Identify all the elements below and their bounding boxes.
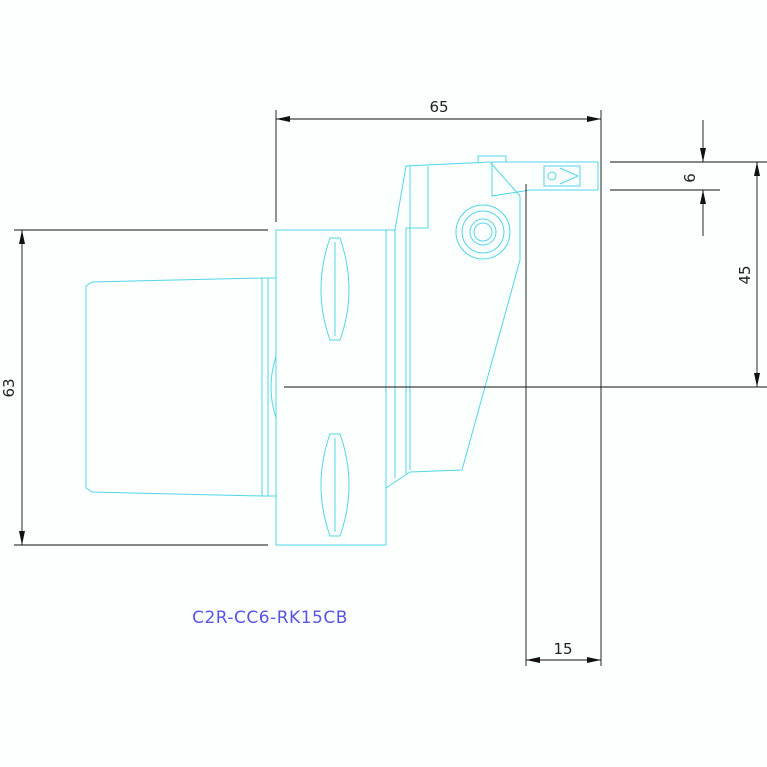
dim-label-6: 6	[681, 173, 699, 183]
cutting-insert	[543, 165, 581, 187]
arrow-45-top	[754, 162, 760, 176]
flange-body	[275, 229, 387, 546]
upper-slot	[320, 237, 350, 341]
dimension-lines	[14, 110, 767, 666]
part-code-label: C2R-CC6-RK15CB	[192, 608, 348, 628]
arrow-6-bottom	[700, 190, 706, 204]
insert-edge	[559, 167, 580, 185]
dim-label-65: 65	[429, 98, 448, 116]
clamp-screw-socket	[473, 222, 493, 242]
dim-label-63: 63	[0, 378, 18, 397]
arrow-63-top	[19, 230, 25, 244]
arrow-15-left	[526, 657, 540, 663]
insert-clamp	[477, 155, 507, 162]
arrow-6-top	[700, 148, 706, 162]
dim-label-15: 15	[553, 640, 572, 658]
tool-holder-outline	[85, 155, 599, 546]
clamp-screw-ring	[461, 210, 505, 254]
shank-body	[85, 277, 263, 497]
clamp-screw-head	[469, 218, 497, 246]
collar-bump	[270, 355, 277, 419]
dim-label-45: 45	[736, 265, 754, 284]
arrow-45-bottom	[754, 373, 760, 387]
clamp-screw-outer	[455, 204, 511, 260]
arrow-65-right	[587, 116, 601, 122]
insert-hole	[547, 171, 557, 181]
arrow-63-bottom	[19, 531, 25, 545]
head-pocket	[406, 166, 429, 229]
insert-seat	[491, 161, 599, 197]
arrow-15-right	[587, 657, 601, 663]
shank-collar	[262, 277, 277, 497]
head-body	[385, 161, 521, 489]
arrow-65-left	[276, 116, 290, 122]
lower-slot	[320, 433, 350, 537]
